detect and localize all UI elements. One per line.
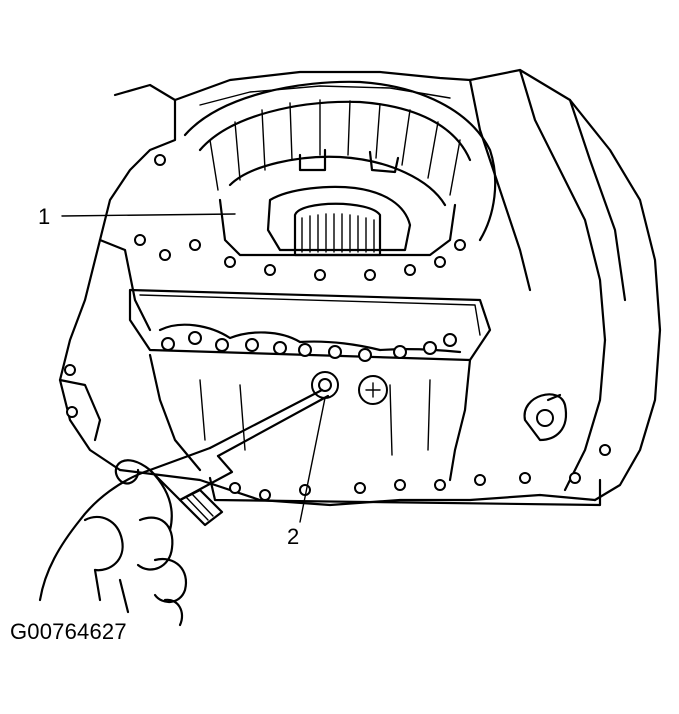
callout-2: 2 [287,397,326,549]
valve-body-plate [128,239,492,362]
callout-1: 1 [38,204,236,229]
lower-case [64,154,611,501]
callout-1-label: 1 [38,204,50,229]
clutch-drum [183,80,497,257]
callout-2-label: 2 [287,524,299,549]
air-gun [114,388,330,527]
figure-id: G00764627 [10,619,127,644]
transmission-case [58,68,662,507]
hand [38,468,188,627]
